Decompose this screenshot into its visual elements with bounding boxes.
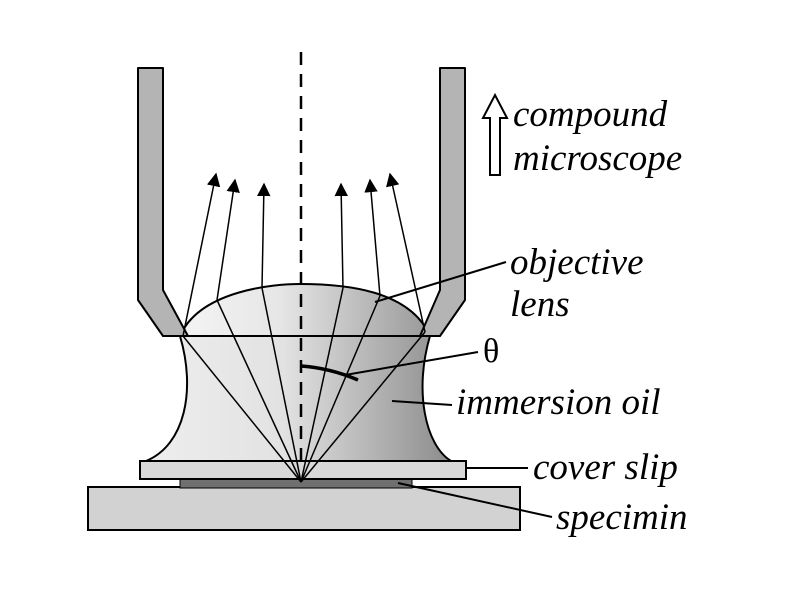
- compound-label: compound: [513, 94, 668, 135]
- immersion-oil-label: immersion oil: [456, 382, 661, 423]
- specimen-label: specimin: [556, 497, 688, 538]
- objective-tube-left-wall: [137, 67, 189, 337]
- theta-angle-arc: [300, 364, 359, 382]
- ray-arrow: [216, 178, 240, 301]
- lens-label: lens: [510, 284, 570, 325]
- immersion-oil-drop: [145, 335, 455, 462]
- ray-segment: [300, 295, 381, 483]
- ray-arrow: [334, 182, 348, 289]
- ray-segment: [182, 335, 302, 483]
- microscope-label: microscope: [513, 138, 682, 179]
- oil-leader-line: [391, 400, 453, 406]
- compound-microscope-arrow-icon: [481, 92, 509, 176]
- objective-leader-line: [374, 261, 507, 303]
- microscope-slide: [87, 486, 521, 531]
- ray-segment: [216, 299, 302, 483]
- ray-arrow: [182, 172, 221, 337]
- ray-arrow: [257, 182, 271, 289]
- light-rays: [182, 172, 426, 483]
- ray-segment: [300, 331, 426, 483]
- theta-label: θ: [483, 333, 499, 370]
- ray-segment: [300, 287, 344, 483]
- ray-arrow: [386, 172, 426, 333]
- cover-slip-label: cover slip: [533, 447, 678, 488]
- theta-leader-line: [344, 351, 479, 376]
- objective-tube-right-wall: [419, 67, 466, 337]
- specimen-layer: [179, 478, 413, 489]
- ray-arrow: [364, 178, 381, 297]
- specimen-leader-line: [397, 482, 553, 518]
- objective-label: objective: [510, 242, 644, 283]
- ray-segment: [261, 287, 302, 483]
